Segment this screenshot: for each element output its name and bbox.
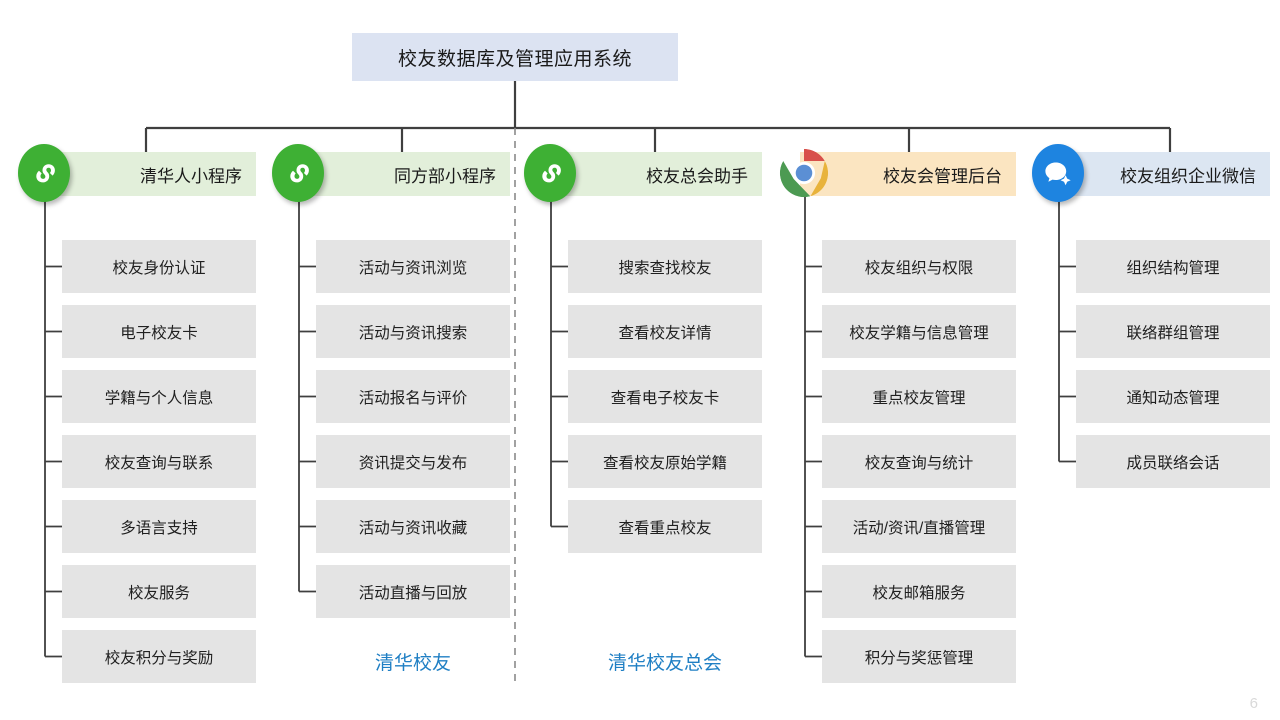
feature-item-label: 查看重点校友 bbox=[618, 519, 712, 537]
scope-caption-tongfangbu-miniprogram: 清华校友 bbox=[374, 653, 451, 674]
feature-item[interactable]: 积分与奖惩管理 bbox=[822, 630, 1016, 683]
feature-item-label: 校友积分与奖励 bbox=[104, 649, 214, 667]
feature-item-label: 资讯提交与发布 bbox=[358, 454, 468, 472]
feature-item[interactable]: 查看校友原始学籍 bbox=[568, 435, 762, 488]
column-header-label: 清华人小程序 bbox=[140, 166, 242, 186]
feature-item-label: 校友服务 bbox=[127, 584, 190, 602]
feature-item-label: 查看校友原始学籍 bbox=[602, 454, 727, 472]
feature-item[interactable]: 查看校友详情 bbox=[568, 305, 762, 358]
feature-item[interactable]: 学籍与个人信息 bbox=[62, 370, 256, 423]
column-header-alumni-association-assistant[interactable]: 校友总会助手 bbox=[524, 144, 762, 202]
feature-item[interactable]: 校友学籍与信息管理 bbox=[822, 305, 1016, 358]
column-header-tongfangbu-miniprogram[interactable]: 同方部小程序 bbox=[272, 144, 510, 202]
feature-item-label: 校友邮箱服务 bbox=[872, 584, 966, 602]
feature-item[interactable]: 资讯提交与发布 bbox=[316, 435, 510, 488]
feature-item-label: 成员联络会话 bbox=[1126, 454, 1220, 472]
feature-item-label: 查看电子校友卡 bbox=[610, 389, 720, 407]
wechat-miniprogram-icon bbox=[524, 144, 576, 202]
scope-caption-alumni-association-assistant: 清华校友总会 bbox=[607, 653, 722, 674]
feature-item[interactable]: 活动报名与评价 bbox=[316, 370, 510, 423]
wechat-miniprogram-icon bbox=[18, 144, 70, 202]
feature-item[interactable]: 通知动态管理 bbox=[1076, 370, 1270, 423]
feature-item-label: 校友学籍与信息管理 bbox=[849, 324, 989, 342]
feature-item-label: 搜索查找校友 bbox=[618, 259, 712, 277]
column-header-label: 校友组织企业微信 bbox=[1120, 166, 1256, 186]
column-header-label: 同方部小程序 bbox=[394, 166, 496, 186]
feature-item[interactable]: 查看重点校友 bbox=[568, 500, 762, 553]
feature-item[interactable]: 校友邮箱服务 bbox=[822, 565, 1016, 618]
feature-item[interactable]: 活动与资讯浏览 bbox=[316, 240, 510, 293]
feature-item[interactable]: 校友积分与奖励 bbox=[62, 630, 256, 683]
feature-item-label: 联络群组管理 bbox=[1126, 324, 1220, 342]
feature-item[interactable]: 联络群组管理 bbox=[1076, 305, 1270, 358]
feature-item-label: 多语言支持 bbox=[120, 519, 198, 537]
chrome-browser-icon bbox=[778, 144, 830, 202]
feature-item[interactable]: 重点校友管理 bbox=[822, 370, 1016, 423]
feature-item[interactable]: 校友查询与统计 bbox=[822, 435, 1016, 488]
feature-item-label: 活动/资讯/直播管理 bbox=[852, 519, 986, 537]
feature-item-label: 活动与资讯搜索 bbox=[358, 324, 468, 342]
feature-item-label: 活动与资讯收藏 bbox=[358, 519, 468, 537]
wechat-miniprogram-icon bbox=[272, 144, 324, 202]
feature-item[interactable]: 多语言支持 bbox=[62, 500, 256, 553]
column-header-alumni-org-wecom[interactable]: 校友组织企业微信 bbox=[1032, 144, 1270, 202]
root-title-text: 校友数据库及管理应用系统 bbox=[397, 48, 632, 70]
feature-item-label: 活动与资讯浏览 bbox=[358, 259, 468, 277]
column-header-label: 校友会管理后台 bbox=[883, 166, 1002, 186]
column-header-label: 校友总会助手 bbox=[646, 166, 748, 186]
root-title-box: 校友数据库及管理应用系统 bbox=[352, 33, 678, 81]
column-header-alumni-admin-backend[interactable]: 校友会管理后台 bbox=[778, 148, 1016, 198]
feature-item-label: 校友查询与联系 bbox=[104, 454, 214, 472]
feature-item[interactable]: 活动直播与回放 bbox=[316, 565, 510, 618]
feature-item[interactable]: 校友身份认证 bbox=[62, 240, 256, 293]
feature-item-label: 查看校友详情 bbox=[618, 324, 712, 342]
feature-item-label: 电子校友卡 bbox=[120, 324, 198, 342]
feature-item-label: 积分与奖惩管理 bbox=[864, 649, 974, 667]
feature-item[interactable]: 搜索查找校友 bbox=[568, 240, 762, 293]
feature-item-label: 学籍与个人信息 bbox=[104, 389, 214, 407]
feature-item-label: 通知动态管理 bbox=[1126, 389, 1220, 407]
feature-item[interactable]: 电子校友卡 bbox=[62, 305, 256, 358]
feature-item[interactable]: 校友组织与权限 bbox=[822, 240, 1016, 293]
feature-item[interactable]: 校友服务 bbox=[62, 565, 256, 618]
feature-item[interactable]: 查看电子校友卡 bbox=[568, 370, 762, 423]
feature-item[interactable]: 活动/资讯/直播管理 bbox=[822, 500, 1016, 553]
feature-item-label: 重点校友管理 bbox=[872, 389, 966, 407]
feature-item-label: 校友查询与统计 bbox=[864, 454, 974, 472]
feature-item[interactable]: 活动与资讯收藏 bbox=[316, 500, 510, 553]
feature-item-label: 活动直播与回放 bbox=[358, 584, 468, 602]
page-number: 6 bbox=[1249, 695, 1258, 712]
feature-item-label: 组织结构管理 bbox=[1126, 259, 1220, 277]
feature-item[interactable]: 成员联络会话 bbox=[1076, 435, 1270, 488]
wecom-chat-icon bbox=[1032, 144, 1084, 202]
feature-item-label: 活动报名与评价 bbox=[358, 389, 468, 407]
feature-item[interactable]: 组织结构管理 bbox=[1076, 240, 1270, 293]
feature-item[interactable]: 活动与资讯搜索 bbox=[316, 305, 510, 358]
feature-item-label: 校友身份认证 bbox=[112, 259, 206, 277]
column-header-tsinghua-people-miniprogram[interactable]: 清华人小程序 bbox=[18, 144, 256, 202]
feature-item[interactable]: 校友查询与联系 bbox=[62, 435, 256, 488]
feature-item-label: 校友组织与权限 bbox=[864, 259, 974, 277]
